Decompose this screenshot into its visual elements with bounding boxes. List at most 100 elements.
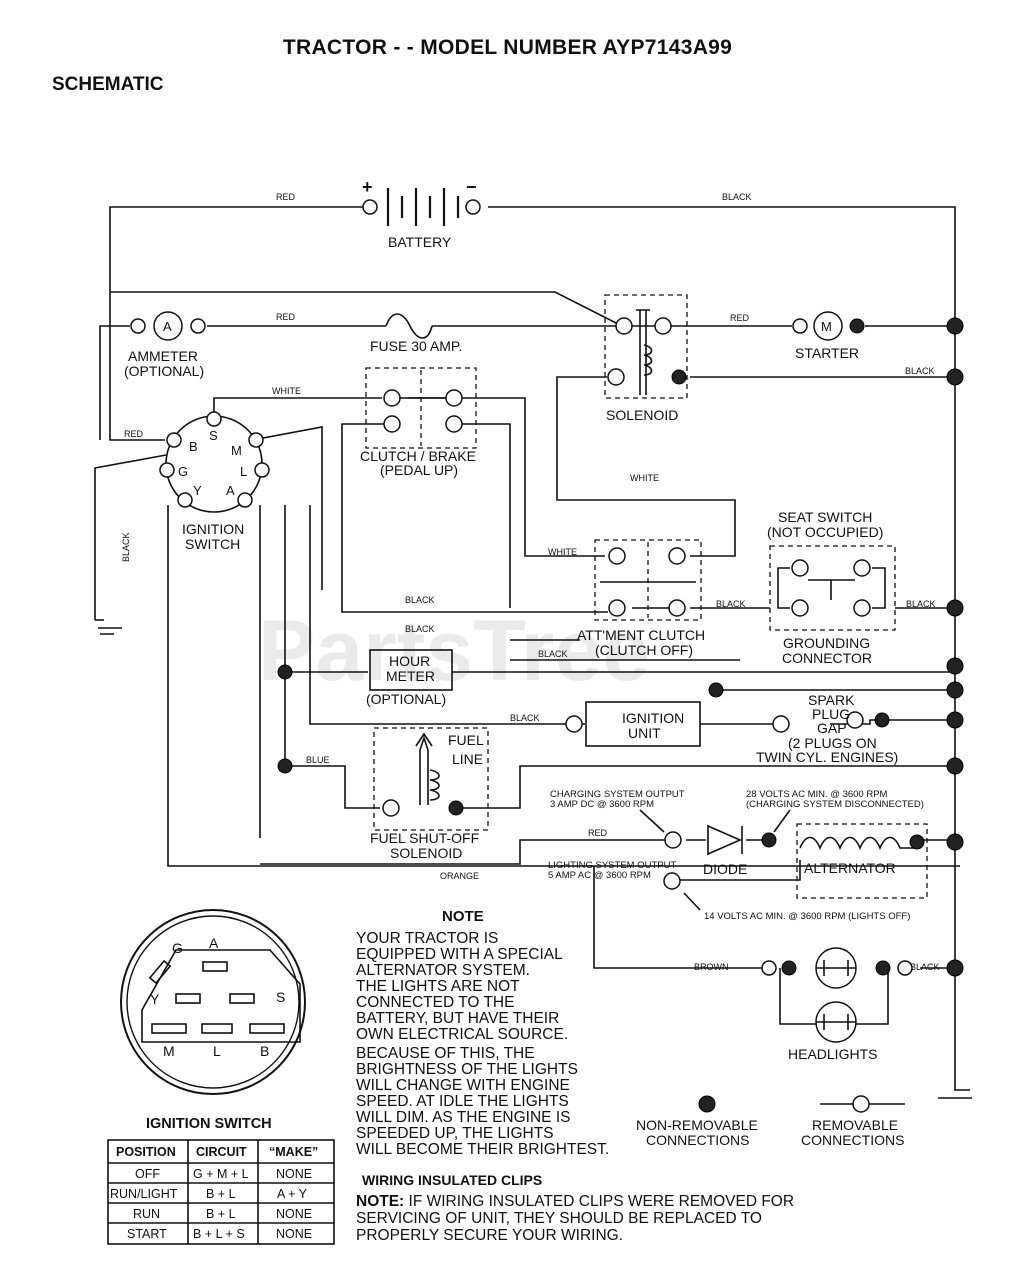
- switch-face-M: M: [163, 1043, 175, 1059]
- clutch-brake-sub: (PEDAL UP): [380, 462, 458, 478]
- wire-label-orange: ORANGE: [440, 871, 479, 881]
- ignition-switch-face: G A Y S M L B: [120, 909, 306, 1095]
- ammeter-label: AMMETER: [128, 348, 198, 364]
- wire-label-red-battery: RED: [276, 192, 296, 202]
- clips-heading: WIRING INSULATED CLIPS: [362, 1172, 542, 1188]
- table-header-position: POSITION: [116, 1145, 176, 1159]
- wire-label-black-ignition-unit: BLACK: [510, 713, 540, 723]
- wire-label-black-att-lower: BLACK: [405, 624, 435, 634]
- connection-dots: [277, 317, 964, 977]
- ignition-unit-sub: UNIT: [628, 725, 661, 741]
- clutch-brake-label: CLUTCH / BRAKE: [360, 448, 476, 464]
- fuel-solenoid-sub: SOLENOID: [390, 845, 462, 861]
- note-line: YOUR TRACTOR IS: [356, 930, 498, 947]
- volts-28-sub: (CHARGING SYSTEM DISCONNECTED): [746, 799, 924, 810]
- table-header-make: “MAKE”: [269, 1145, 318, 1159]
- headlights: HEADLIGHTS: [761, 947, 913, 1062]
- note-line: WILL BECOME THEIR BRIGHTEST.: [356, 1141, 609, 1158]
- seat-switch-label: SEAT SWITCH: [778, 509, 872, 525]
- note-line: ALTERNATOR SYSTEM.: [356, 962, 530, 979]
- switch-face-A: A: [209, 935, 219, 951]
- table-cell: RUN: [133, 1207, 160, 1221]
- clips-line-1-text: IF WIRING INSULATED CLIPS WERE REMOVED F…: [404, 1193, 794, 1210]
- ignition-table: IGNITION SWITCH POSITION CIRCUIT “MAKE” …: [107, 1116, 335, 1245]
- spark-plug-line5: TWIN CYL. ENGINES): [756, 749, 898, 765]
- table-cell: B + L: [206, 1187, 236, 1201]
- table-cell: A + Y: [277, 1187, 308, 1201]
- wire-label-black-headlight: BLACK: [910, 962, 940, 972]
- spark-plug-line2: PLUG: [812, 706, 850, 722]
- terminal-M: M: [231, 443, 242, 458]
- ignition-unit: IGNITION UNIT: [565, 701, 790, 747]
- headlights-label: HEADLIGHTS: [788, 1046, 877, 1062]
- battery: + − BATTERY: [362, 177, 481, 250]
- fuel-line-label: FUEL: [448, 732, 484, 748]
- clips-note-label: NOTE:: [356, 1193, 404, 1210]
- terminal-L: L: [240, 464, 247, 479]
- alternator-label: ALTERNATOR: [804, 860, 896, 876]
- spark-plug-line4: (2 PLUGS ON: [788, 735, 877, 751]
- table-cell: B + L: [206, 1207, 236, 1221]
- wire-label-black-clutch: BLACK: [405, 595, 435, 605]
- ammeter: A AMMETER (OPTIONAL): [124, 311, 206, 379]
- note-line: WILL CHANGE WITH ENGINE: [356, 1077, 570, 1094]
- attachment-clutch-sub: (CLUTCH OFF): [595, 642, 693, 658]
- ignition-switch: B S M L A Y G IGNITION SWITCH: [159, 411, 270, 552]
- clips-note: WIRING INSULATED CLIPS NOTE: IF WIRING I…: [356, 1172, 794, 1244]
- table-cell: B + L + S: [193, 1227, 245, 1241]
- spark-plug-line3: GAP: [817, 720, 847, 736]
- legend: NON-REMOVABLE CONNECTIONS REMOVABLE CONN…: [636, 1095, 905, 1148]
- note-line: BECAUSE OF THIS, THE: [356, 1045, 535, 1062]
- clips-line-3: PROPERLY SECURE YOUR WIRING.: [356, 1227, 623, 1244]
- fuse-label: FUSE 30 AMP.: [370, 338, 462, 354]
- section-label: SCHEMATIC: [52, 74, 164, 95]
- wire-label-black-seat: BLACK: [906, 599, 936, 609]
- switch-face-Y: Y: [150, 991, 160, 1007]
- wire-label-red-starter: RED: [730, 313, 750, 323]
- note-line: CONNECTED TO THE: [356, 994, 514, 1011]
- fuel-solenoid: FUEL LINE FUEL SHUT-OFF SOLENOID: [370, 727, 489, 861]
- terminal-A: A: [226, 483, 235, 498]
- terminal-Y: Y: [193, 483, 202, 498]
- legend-non-removable-sub: CONNECTIONS: [646, 1132, 749, 1148]
- wire-label-black-solenoid: BLACK: [905, 366, 935, 376]
- note-line: EQUIPPED WITH A SPECIAL: [356, 946, 563, 963]
- note-line: BRIGHTNESS OF THE LIGHTS: [356, 1061, 578, 1078]
- wire-label-black-attachment: BLACK: [716, 599, 746, 609]
- wire-label-red-switch: RED: [124, 429, 144, 439]
- solenoid: SOLENOID: [604, 294, 688, 423]
- wire-label-white-seat: WHITE: [630, 473, 659, 483]
- fuel-line-sub: LINE: [452, 751, 483, 767]
- table-cell: G + M + L: [193, 1167, 249, 1181]
- fuse: FUSE 30 AMP.: [370, 313, 462, 354]
- starter-label: STARTER: [795, 345, 859, 361]
- note-line: SPEEDED UP, THE LIGHTS: [356, 1125, 554, 1142]
- switch-face-G: G: [172, 940, 183, 956]
- ignition-table-title: IGNITION SWITCH: [146, 1116, 272, 1132]
- switch-face-S: S: [276, 989, 285, 1005]
- terminal-S: S: [209, 428, 218, 443]
- note-heading: NOTE: [442, 908, 484, 925]
- battery-label: BATTERY: [388, 234, 452, 250]
- wire-label-blue: BLUE: [306, 755, 330, 765]
- lighting-output-label: LIGHTING SYSTEM OUTPUT: [548, 860, 676, 871]
- switch-face-L: L: [213, 1043, 221, 1059]
- spark-plug-line1: SPARK: [808, 692, 855, 708]
- note-line: BATTERY, BUT HAVE THEIR: [356, 1010, 559, 1027]
- terminal-G: G: [178, 464, 188, 479]
- hour-meter: HOUR METER (OPTIONAL): [366, 649, 453, 707]
- hour-meter-sub: METER: [386, 668, 435, 684]
- charging-output-label: CHARGING SYSTEM OUTPUT: [550, 789, 685, 800]
- ammeter-optional: (OPTIONAL): [124, 363, 204, 379]
- wire-label-red-ammeter: RED: [276, 312, 296, 322]
- volts-14-label: 14 VOLTS AC MIN. @ 3600 RPM (LIGHTS OFF): [704, 911, 910, 922]
- note-line: THE LIGHTS ARE NOT: [356, 978, 520, 995]
- note-line: WILL DIM. AS THE ENGINE IS: [356, 1109, 570, 1126]
- hour-meter-label: HOUR: [389, 653, 430, 669]
- fuel-solenoid-label: FUEL SHUT-OFF: [370, 830, 479, 846]
- legend-removable-sub: CONNECTIONS: [801, 1132, 904, 1148]
- charging-output-value: 3 AMP DC @ 3600 RPM: [550, 799, 654, 810]
- lighting-output-value: 5 AMP AC @ 3600 RPM: [548, 870, 651, 881]
- wire-labels: RED BLACK RED RED BLACK WHITE RED WHITE …: [121, 192, 940, 972]
